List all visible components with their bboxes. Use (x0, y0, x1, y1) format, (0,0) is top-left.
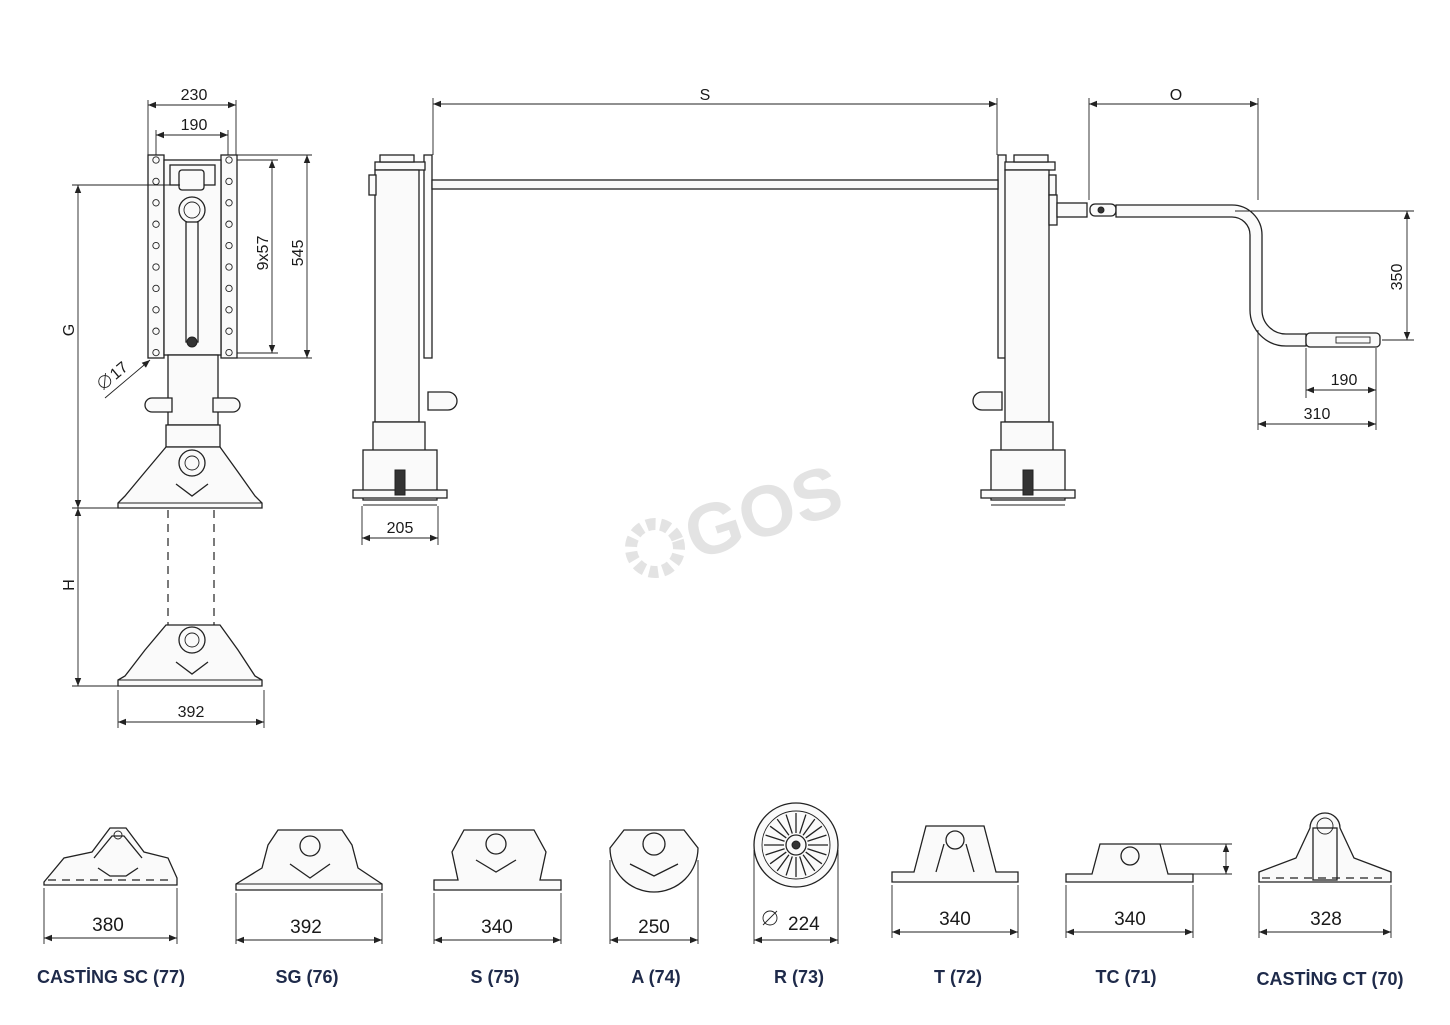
mounting-hole (225, 327, 233, 335)
foot-casting-ct (1258, 812, 1392, 883)
dim-foot-width-392: 392 (178, 704, 205, 721)
side-view-landing-gear (117, 154, 263, 687)
front-view-dimensions: S 205 O 350 190 310 (361, 87, 1414, 545)
mounting-hole (225, 156, 233, 164)
r-foot-rib (785, 814, 793, 834)
mounting-hole (225, 263, 233, 271)
dim-leg-width-205: 205 (387, 520, 414, 537)
mounting-hole (152, 220, 160, 228)
front-view-landing-gear-pair (352, 154, 1381, 506)
r-foot-rib (807, 834, 827, 842)
mounting-hole (152, 156, 160, 164)
foot-sg (235, 829, 383, 891)
mounting-hole (152, 348, 160, 357)
caption-tc: TC (71) (1095, 967, 1156, 987)
caption-a: A (74) (631, 967, 680, 987)
dim-width-190: 190 (181, 117, 208, 134)
r-foot-rib (807, 848, 827, 856)
caption-casting-ct: CASTİNG CT (70) (1256, 969, 1403, 989)
mounting-hole (225, 306, 233, 314)
mounting-hole (152, 327, 160, 335)
r-foot-rib (799, 814, 807, 834)
watermark-text: GOS (675, 450, 852, 576)
foot-r-diameter: 224 (788, 914, 820, 935)
mounting-hole (225, 241, 233, 250)
r-foot-rib (802, 818, 816, 836)
r-foot-rib (765, 834, 785, 842)
foot-sg-width: 392 (290, 917, 322, 938)
dim-height-545: 545 (290, 240, 307, 267)
dim-hole-pitch: 9x57 (255, 236, 272, 271)
dim-handle-310: 310 (1304, 406, 1331, 423)
mounting-hole (225, 284, 233, 293)
mounting-hole (225, 199, 233, 207)
foot-tc-width: 340 (1114, 909, 1146, 930)
r-foot-rib (776, 818, 790, 836)
dim-stroke-h: H (61, 579, 78, 591)
mounting-hole (152, 263, 160, 271)
foot-captions: CASTİNG SC (77) SG (76) S (75) A (74) R … (37, 967, 1404, 989)
caption-sg: SG (76) (275, 967, 338, 987)
mounting-hole (152, 306, 160, 314)
mounting-hole (152, 241, 160, 250)
mounting-holes (152, 156, 233, 357)
dim-offset-o: O (1170, 87, 1182, 104)
right-mounting-plate (220, 154, 238, 359)
mounting-hole (152, 284, 160, 293)
r-foot-rib (805, 825, 823, 839)
foot-a (609, 829, 699, 893)
r-foot-rib (765, 848, 785, 856)
foot-s (433, 829, 562, 891)
dim-handle-190: 190 (1331, 372, 1358, 389)
mounting-hole (225, 348, 233, 357)
foot-ct-width: 328 (1310, 909, 1342, 930)
mounting-hole (225, 177, 233, 186)
foot-t-width: 340 (939, 909, 971, 930)
foot-tc (1065, 843, 1232, 883)
caption-casting-sc: CASTİNG SC (77) (37, 967, 185, 987)
r-foot-rib (799, 856, 807, 876)
dim-span-s: S (700, 87, 711, 104)
r-foot-rib (769, 851, 787, 865)
dim-crank-drop-350: 350 (1389, 264, 1406, 291)
foot-width-dimensions: 380 392 340 250 224 340 (43, 850, 1392, 944)
caption-s: S (75) (470, 967, 519, 987)
foot-sc-width: 380 (92, 915, 124, 936)
foot-variants: 380 392 340 250 224 340 (37, 802, 1404, 989)
foot-s-width: 340 (481, 917, 513, 938)
foot-r (753, 802, 839, 888)
mounting-hole (152, 199, 160, 207)
caption-r: R (73) (774, 967, 824, 987)
dim-width-230: 230 (181, 87, 208, 104)
gos-watermark: GOS (625, 450, 852, 578)
foot-a-width: 250 (638, 917, 670, 938)
foot-t (891, 825, 1019, 883)
caption-t: T (72) (934, 967, 982, 987)
r-foot-rib (785, 856, 793, 876)
r-foot-rib (802, 854, 816, 872)
r-foot-rib (769, 825, 787, 839)
side-view-dimensions: 230 190 9x57 545 G H 17 392 (61, 87, 312, 728)
r-foot-rib (805, 851, 823, 865)
mounting-hole (225, 220, 233, 228)
foot-casting-sc (43, 827, 178, 886)
dim-stroke-g: G (61, 324, 78, 336)
r-foot-rib (776, 854, 790, 872)
